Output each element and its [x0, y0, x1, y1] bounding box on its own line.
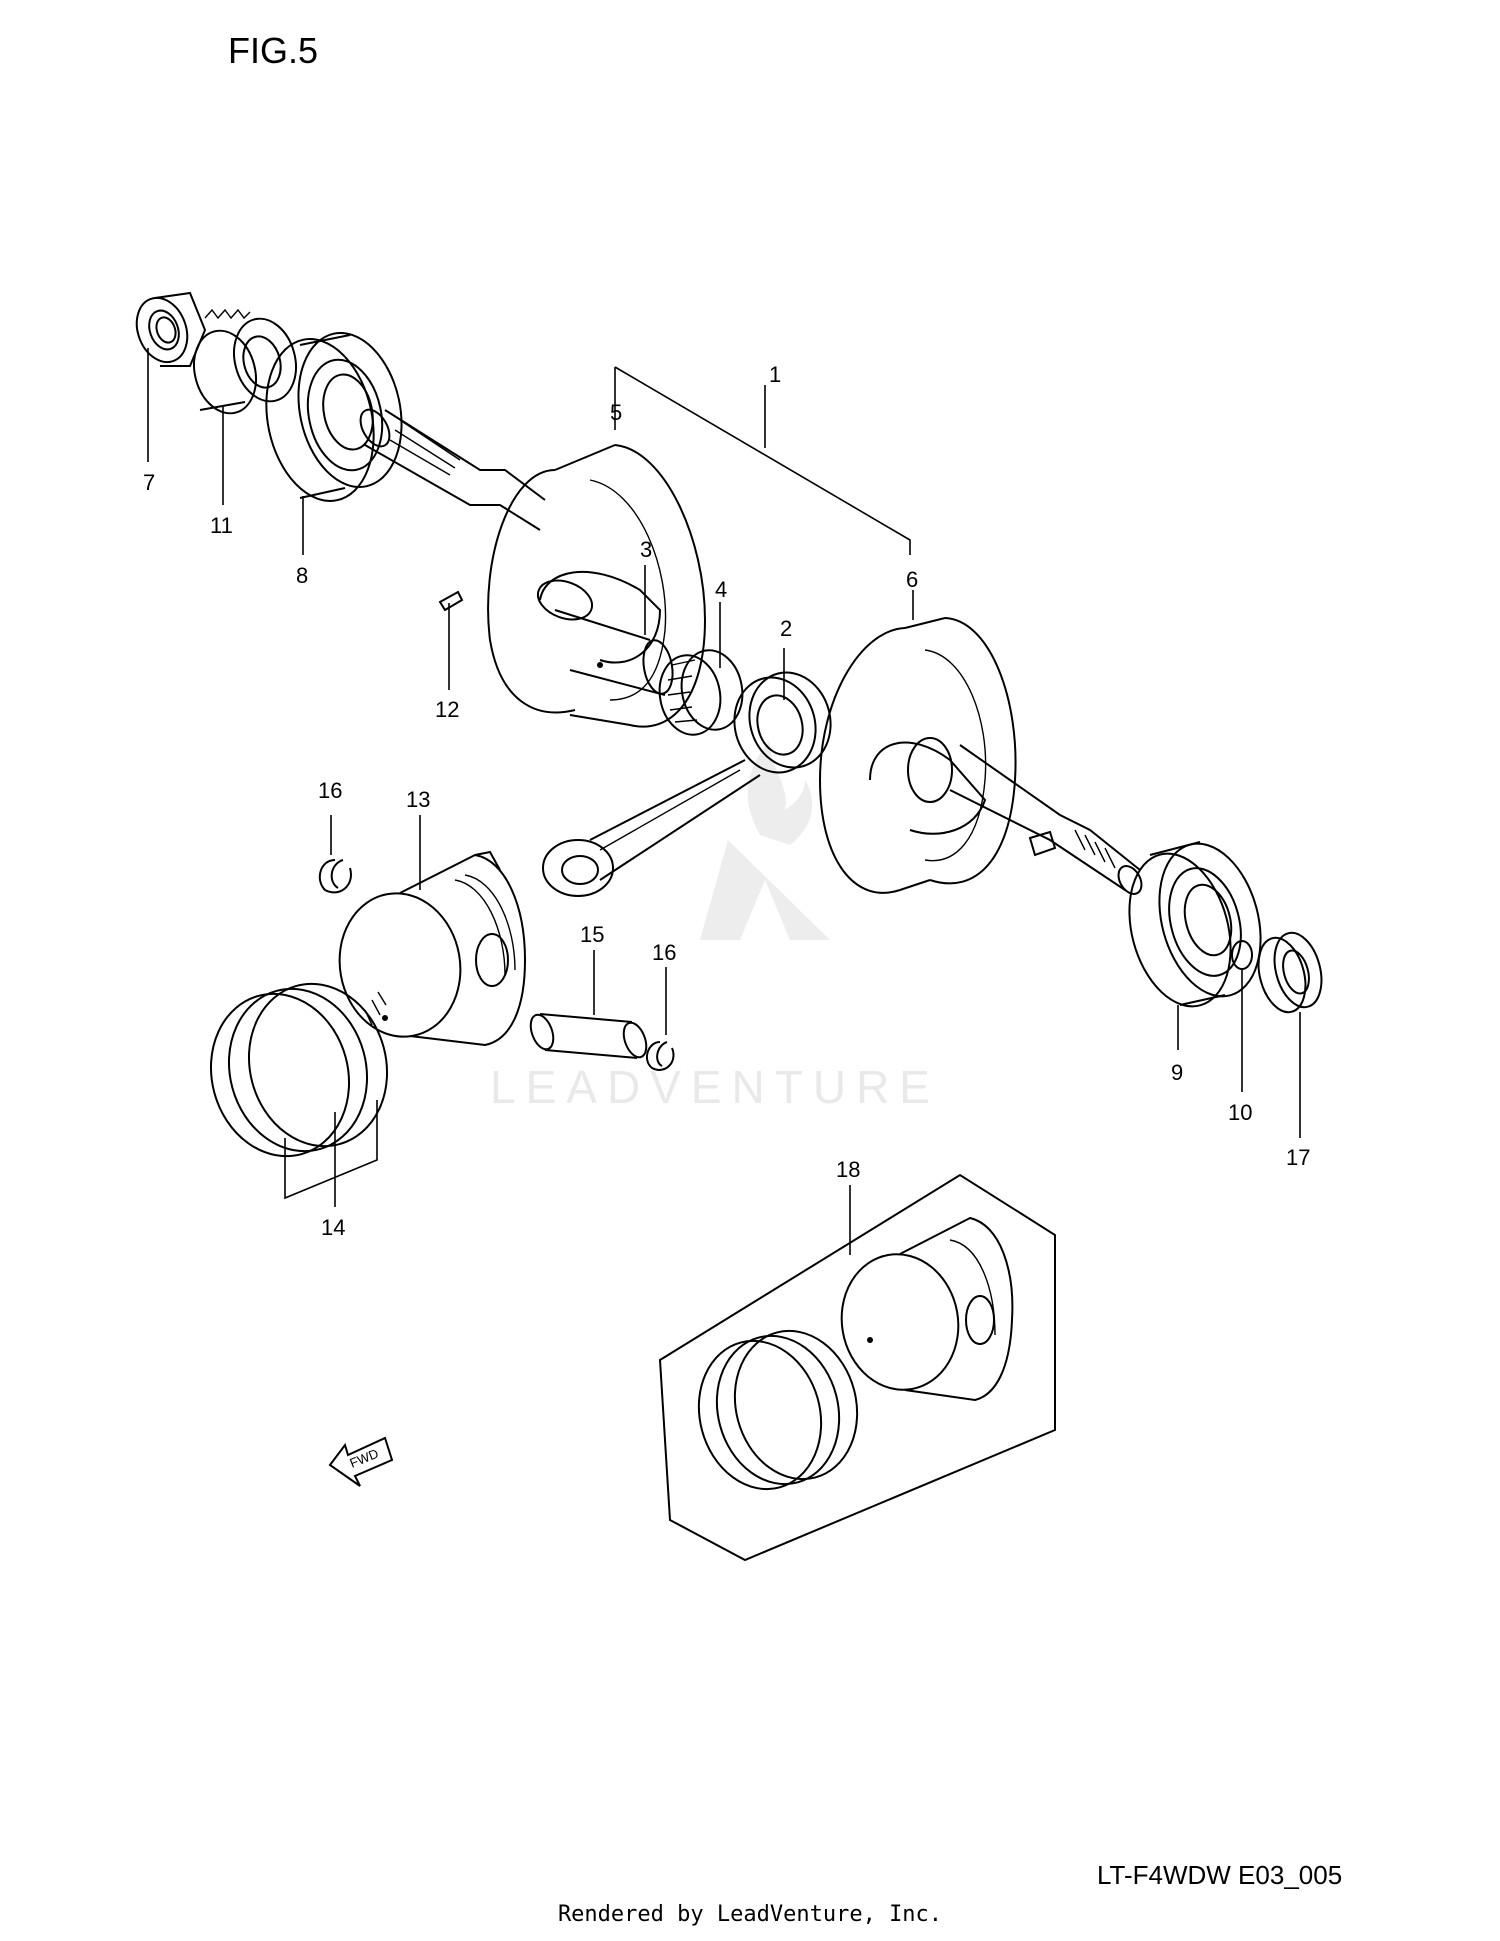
part-16-circlip-left	[318, 859, 352, 894]
label-part-10: 10	[1228, 1100, 1252, 1125]
part-4-needle-bearing	[658, 649, 744, 736]
label-part-16-left: 16	[318, 778, 342, 803]
label-part-7: 7	[143, 470, 155, 495]
label-part-9: 9	[1171, 1060, 1183, 1085]
part-6-crank-web	[818, 617, 1017, 894]
part-14-piston-rings	[209, 982, 389, 1158]
figure-title: FIG.5	[228, 30, 319, 71]
part-7-nut	[135, 291, 207, 367]
part-9-bearing	[1128, 841, 1262, 1008]
label-part-6: 6	[906, 567, 918, 592]
leader-lines	[147, 348, 1301, 1255]
part-16-circlip-right	[645, 1041, 675, 1071]
label-part-17: 17	[1286, 1145, 1310, 1170]
label-part-14: 14	[321, 1215, 345, 1240]
part-3-crank-pin	[554, 609, 674, 696]
label-part-13: 13	[406, 787, 430, 812]
label-part-4: 4	[715, 577, 727, 602]
part-18-piston-set	[658, 1173, 1056, 1562]
label-part-16-right: 16	[652, 940, 676, 965]
label-part-11: 11	[210, 513, 233, 538]
watermark-text: LEADVENTURE	[490, 1061, 940, 1113]
part-10-o-ring	[1231, 940, 1253, 970]
part-8-bearing	[265, 331, 403, 502]
leadventure-watermark: LEADVENTURE	[490, 740, 940, 1113]
label-part-18: 18	[836, 1157, 860, 1182]
label-part-15: 15	[580, 922, 604, 947]
fwd-arrow-icon: FWD	[328, 1436, 394, 1487]
part-13-piston	[338, 850, 527, 1047]
crankshaft-right-shaft	[949, 744, 1143, 895]
part-2-connecting-rod	[542, 671, 832, 897]
label-part-2: 2	[780, 616, 792, 641]
part-number-labels: 1 2 3 4 5 6 7 8 9 10 11 12 13 14 15 16 1…	[143, 362, 1310, 1240]
label-part-12: 12	[435, 697, 459, 722]
label-part-1: 1	[769, 362, 781, 387]
part-5-crank-web	[487, 444, 707, 728]
footer-credit: Rendered by LeadVenture, Inc.	[557, 1902, 943, 1927]
drawing-code: LT-F4WDW E03_005	[1097, 1860, 1343, 1890]
part-15-piston-pin	[529, 1013, 648, 1059]
label-part-3: 3	[640, 537, 652, 562]
part-12-key	[438, 590, 464, 612]
label-part-8: 8	[296, 563, 308, 588]
part-17-oil-seal	[1257, 931, 1323, 1014]
label-part-5: 5	[610, 400, 622, 425]
